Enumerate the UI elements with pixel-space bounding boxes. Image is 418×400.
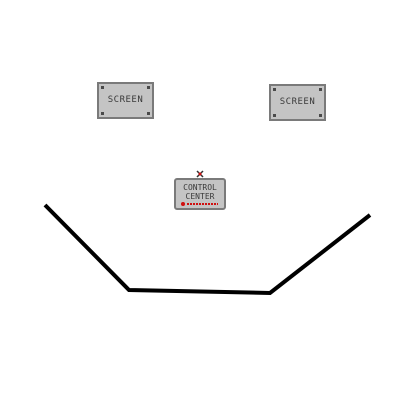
screen-left-label: SCREEN xyxy=(107,95,144,105)
screw-icon xyxy=(147,86,150,89)
screw-icon xyxy=(101,86,104,89)
antenna-icon xyxy=(196,170,204,178)
screw-icon xyxy=(273,114,276,117)
screw-icon xyxy=(319,114,322,117)
control-center-label-line2: CENTER xyxy=(185,192,215,201)
control-center-label-line1: CONTROL xyxy=(183,183,217,192)
screen-left[interactable]: SCREEN xyxy=(97,82,154,119)
screen-right[interactable]: SCREEN xyxy=(269,84,326,121)
screw-icon xyxy=(147,112,150,115)
screw-icon xyxy=(101,112,104,115)
screw-icon xyxy=(273,88,276,91)
screen-right-label: SCREEN xyxy=(279,97,316,107)
indicator-light-icon xyxy=(181,202,218,206)
screw-icon xyxy=(319,88,322,91)
control-center[interactable]: CONTROL CENTER xyxy=(174,178,226,210)
